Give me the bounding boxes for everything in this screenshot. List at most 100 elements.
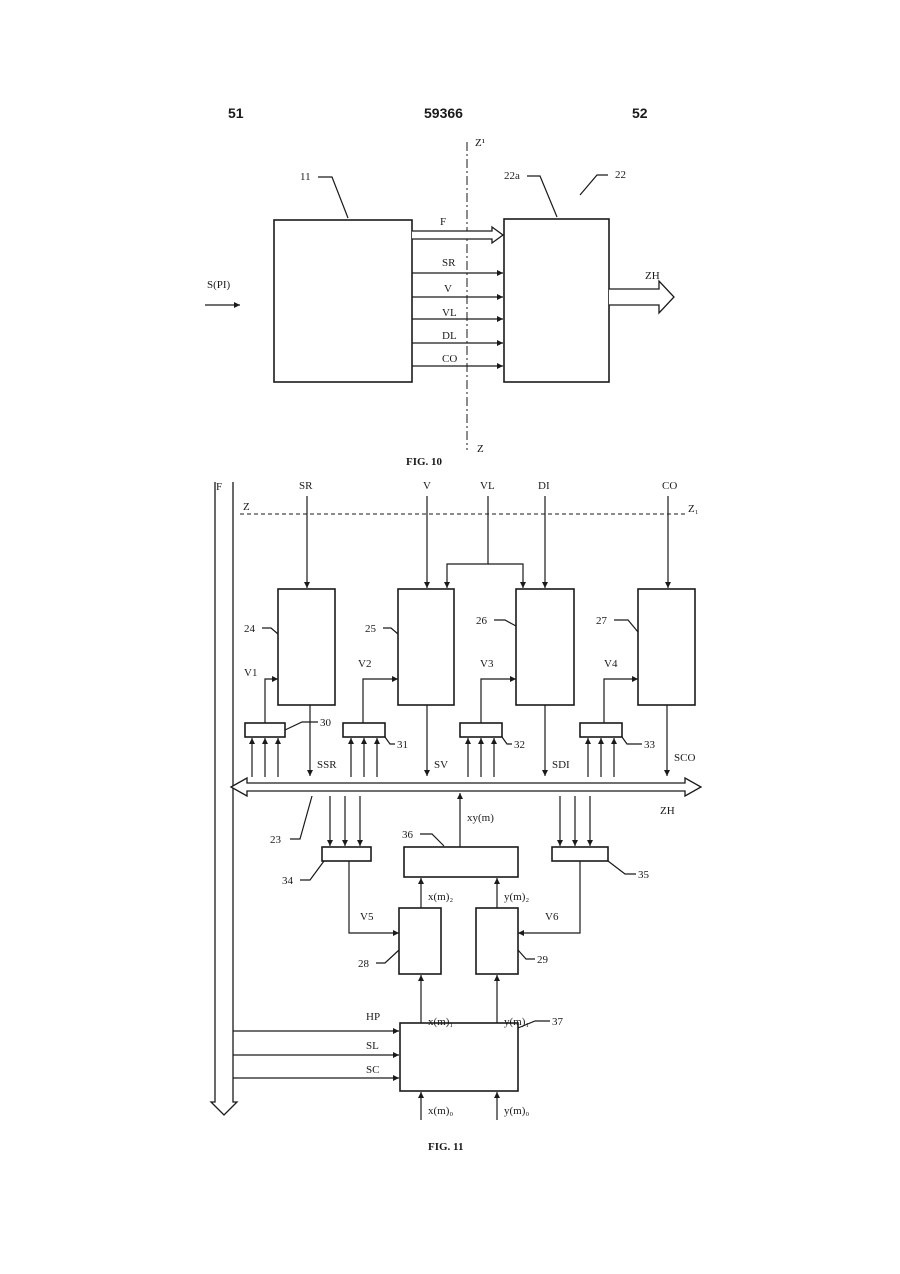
ref-label-22a: 22a [504, 170, 520, 182]
label-sv: SV [434, 759, 448, 771]
leader-34 [300, 861, 324, 880]
register-35 [552, 847, 608, 861]
label-sdi: SDI [552, 759, 570, 771]
ref-label-35: 35 [638, 869, 650, 881]
input-label-v: V [423, 480, 431, 492]
ref-label-30: 30 [320, 717, 332, 729]
line-label-z1: Z₁ [688, 503, 699, 515]
signal-label-f: F [440, 216, 446, 228]
bus-label-zh: ZH [660, 805, 675, 817]
signal-label-vl: VL [442, 307, 457, 319]
block-11 [274, 220, 412, 382]
page-number-left: 51 [228, 105, 244, 121]
block-25 [398, 589, 454, 705]
label-x0: x(m)₀ [428, 1105, 453, 1117]
register-30 [245, 723, 285, 737]
feedback-v4 [604, 679, 638, 723]
register-34 [322, 847, 371, 861]
leader-26 [494, 620, 516, 626]
input-label-vl: VL [480, 480, 495, 492]
signal-label-co: CO [442, 353, 457, 365]
leader-30 [285, 722, 318, 730]
figure-10-caption: FIG. 10 [406, 456, 443, 468]
leader-23 [290, 796, 312, 839]
figure-10: Z¹ Z 11 22a 22 S(PI) F SR V VL DL CO ZH … [205, 137, 674, 468]
label-v4: V4 [604, 658, 618, 670]
ref-label-11: 11 [300, 171, 311, 183]
axis-label-bottom: Z [477, 443, 484, 455]
block-27 [638, 589, 695, 705]
document-number: 59366 [424, 105, 463, 121]
register-feed-arrows [252, 738, 614, 777]
signal-label-v: V [444, 283, 452, 295]
ref-label-27: 27 [596, 615, 608, 627]
leader-35 [608, 861, 636, 874]
block-28 [399, 908, 441, 974]
ref-label-23: 23 [270, 834, 282, 846]
figure-11-caption: FIG. 11 [428, 1141, 463, 1153]
feedback-v5 [349, 861, 399, 933]
leader-28 [376, 950, 399, 963]
label-xy: xy(m) [467, 812, 494, 824]
arrow-vl-in-26 [488, 564, 523, 588]
ref-label-36: 36 [402, 829, 414, 841]
output-arrow-zh [609, 281, 674, 313]
feedback-v2 [363, 679, 398, 723]
signal-label-dl: DL [442, 330, 457, 342]
f-vertical-bus [211, 482, 237, 1115]
ref-label-26: 26 [476, 615, 488, 627]
label-y0: y(m)₀ [504, 1105, 529, 1117]
leader-31 [385, 737, 395, 744]
feedback-v1 [265, 679, 278, 723]
label-v2: V2 [358, 658, 371, 670]
leader-29 [518, 950, 535, 959]
label-ssr: SSR [317, 759, 337, 771]
block-29 [476, 908, 518, 974]
label-v3: V3 [480, 658, 494, 670]
register-32 [460, 723, 502, 737]
input-label-sr: SR [299, 480, 313, 492]
register-31 [343, 723, 385, 737]
label-x1: x(m)₁ [428, 1016, 453, 1028]
ref-label-33: 33 [644, 739, 656, 751]
ref-label-22: 22 [615, 169, 626, 181]
leader-36 [420, 834, 444, 846]
page-number-right: 52 [632, 105, 648, 121]
ref-label-37: 37 [552, 1016, 564, 1028]
label-x2: x(m)₂ [428, 891, 453, 903]
label-y2: y(m)₂ [504, 891, 529, 903]
label-hp: HP [366, 1011, 380, 1023]
ref-label-24: 24 [244, 623, 256, 635]
ref-label-31: 31 [397, 739, 408, 751]
leader-32 [502, 737, 512, 744]
input-label-f: F [216, 481, 222, 493]
block-37 [400, 1023, 518, 1091]
label-sl: SL [366, 1040, 379, 1052]
block-36 [404, 847, 518, 877]
ref-label-25: 25 [365, 623, 377, 635]
label-y1: y(m)₁ [504, 1016, 529, 1028]
block-22a [504, 219, 609, 382]
input-label-co: CO [662, 480, 677, 492]
leader-27 [614, 620, 638, 632]
ref-label-32: 32 [514, 739, 525, 751]
arrow-vl-in-25 [447, 496, 488, 588]
signal-label-sr: SR [442, 257, 456, 269]
block-26 [516, 589, 574, 705]
leader-11 [318, 177, 348, 218]
label-sc: SC [366, 1064, 379, 1076]
output-label-zh: ZH [645, 270, 660, 282]
ref-label-34: 34 [282, 875, 294, 887]
input-label: S(PI) [207, 279, 231, 291]
figure-11: F SR V VL DI CO Z Z₁ 24 25 26 27 V1 V2 [211, 480, 701, 1153]
leader-25 [383, 628, 398, 634]
zh-bus [231, 778, 701, 796]
register-33 [580, 723, 622, 737]
input-label-di: DI [538, 480, 550, 492]
line-label-z: Z [243, 501, 250, 513]
label-v1: V1 [244, 667, 257, 679]
leader-24 [262, 628, 278, 634]
axis-label-top: Z¹ [475, 137, 485, 149]
label-sco: SCO [674, 752, 695, 764]
